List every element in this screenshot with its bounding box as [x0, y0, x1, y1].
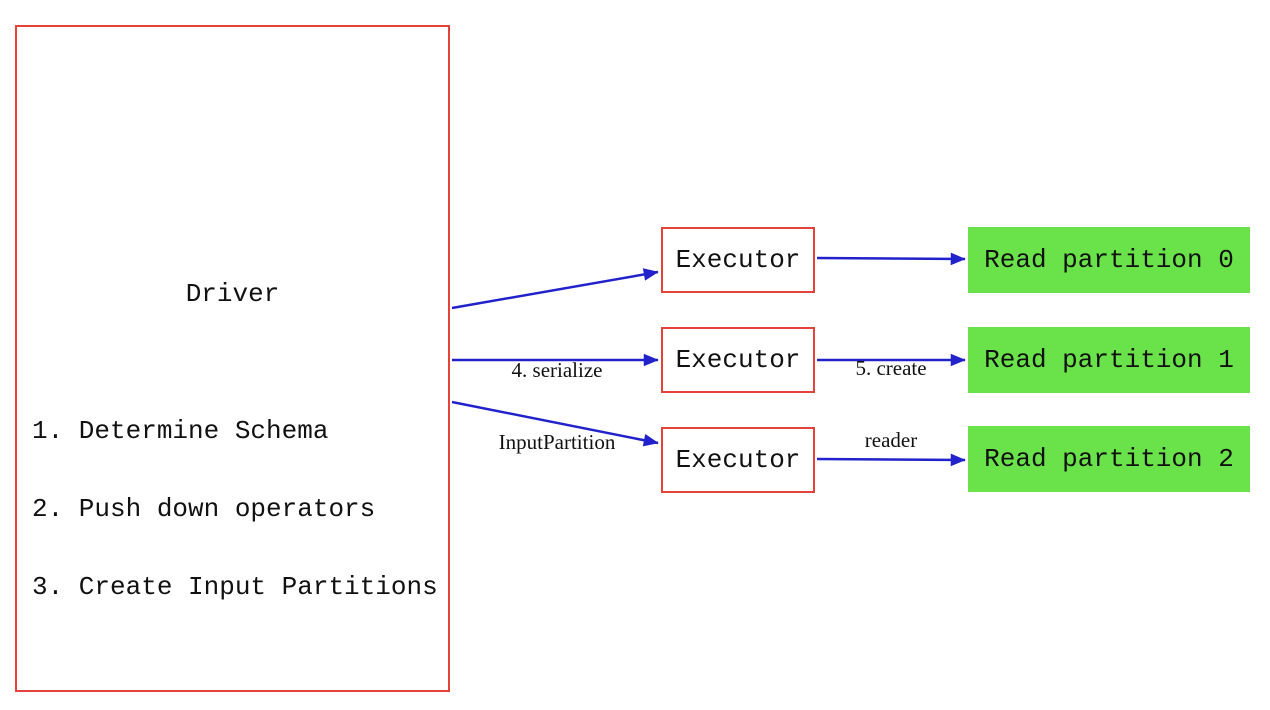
arrow-executor-1-to-partition-0	[816, 252, 966, 266]
edge-label-line: InputPartition	[498, 430, 616, 454]
read-partition-label: Read partition 2	[984, 444, 1234, 474]
executor-label: Executor	[675, 245, 801, 275]
edge-label-line: 5. create	[855, 356, 927, 380]
read-partition-0-box: Read partition 0	[968, 227, 1250, 293]
driver-step-1: 1. Determine Schema	[32, 416, 329, 446]
driver-steps: 1. Determine Schema 2. Push down operato…	[32, 366, 438, 652]
driver-step-2: 2. Push down operators	[32, 494, 376, 524]
read-partition-2-box: Read partition 2	[968, 426, 1250, 492]
arrow-driver-to-executor-1	[451, 268, 659, 310]
edge-label-serialize-inputpartition: 4. serialize InputPartition	[452, 310, 662, 502]
executor-box-2: Executor	[661, 327, 815, 393]
driver-step-3: 3. Create Input Partitions	[32, 572, 438, 602]
executor-box-3: Executor	[661, 427, 815, 493]
executor-label: Executor	[675, 445, 801, 475]
executor-box-1: Executor	[661, 227, 815, 293]
edge-label-line: 4. serialize	[511, 358, 603, 382]
edge-label-create-reader: 5. create reader	[815, 308, 967, 500]
read-partition-1-box: Read partition 1	[968, 327, 1250, 393]
executor-label: Executor	[675, 345, 801, 375]
read-partition-label: Read partition 1	[984, 345, 1234, 375]
driver-box: Driver 1. Determine Schema 2. Push down …	[15, 25, 450, 692]
edge-label-line: reader	[864, 428, 918, 452]
driver-title: Driver	[185, 279, 280, 309]
read-partition-label: Read partition 0	[984, 245, 1234, 275]
